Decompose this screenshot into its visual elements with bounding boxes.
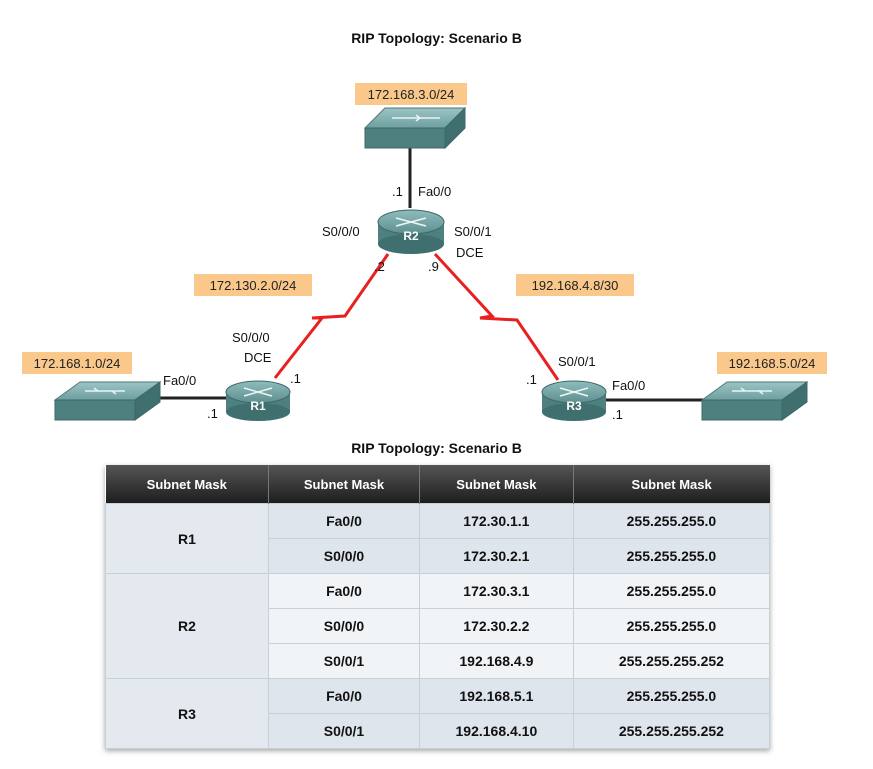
network-label-n2: 172.130.2.0/24: [194, 274, 312, 296]
router-r3-label: R3: [566, 399, 582, 413]
svg-text:192.168.5.0/24: 192.168.5.0/24: [729, 356, 816, 371]
ip-cell: 172.30.2.2: [418, 608, 574, 644]
interface-cell: S0/0/0: [268, 538, 420, 574]
interface-cell: Fa0/0: [268, 678, 420, 714]
ip-cell: 192.168.5.1: [418, 678, 574, 714]
r3-lan-if: Fa0/0: [612, 378, 645, 393]
ip-cell: 172.30.3.1: [418, 573, 574, 609]
r3-wan-if: S0/0/1: [558, 354, 596, 369]
interface-cell: S0/0/0: [268, 608, 420, 644]
serial-link-r2-r3: [433, 252, 560, 381]
switch-right: [700, 381, 809, 421]
router-r2-label: R2: [403, 229, 419, 243]
device-cell: R3: [105, 678, 269, 749]
r1-lan-host: .1: [207, 406, 218, 421]
router-r1-label: R1: [250, 399, 266, 413]
switch-top: [363, 106, 467, 150]
r1-lan-if: Fa0/0: [163, 373, 196, 388]
mask-cell: 255.255.255.252: [572, 713, 771, 749]
interface-cell: S0/0/1: [268, 713, 420, 749]
r2-lan-if: Fa0/0: [418, 184, 451, 199]
table-row: R1 Fa0/0 172.30.1.1 255.255.255.0: [105, 503, 771, 574]
addressing-table: Subnet Mask Subnet Mask Subnet Mask Subn…: [105, 465, 771, 749]
switch-left: [53, 381, 162, 421]
topology-diagram: R2 R1 R3 172.168.3.0/24 172.130.2.0/24 1…: [22, 83, 827, 422]
ip-cell: 192.168.4.9: [418, 643, 574, 679]
table-row: R3 Fa0/0 192.168.5.1 255.255.255.0: [105, 678, 771, 749]
network-label-n4: 192.168.4.8/30: [516, 274, 634, 296]
interface-cell: Fa0/0: [268, 573, 420, 609]
mask-cell: 255.255.255.0: [572, 573, 771, 609]
r2-dce: DCE: [456, 245, 484, 260]
ip-cell: 172.30.1.1: [418, 503, 574, 539]
table-header-row: Subnet Mask Subnet Mask Subnet Mask Subn…: [105, 465, 770, 504]
mask-cell: 255.255.255.0: [572, 503, 771, 539]
ip-cell: 192.168.4.10: [418, 713, 574, 749]
table-row: R2 Fa0/0 172.30.3.1 255.255.255.0: [105, 573, 771, 679]
header-cell: Subnet Mask: [573, 465, 770, 504]
router-r1: R1: [225, 380, 291, 421]
ip-cell: 172.30.2.1: [418, 538, 574, 574]
mask-cell: 255.255.255.252: [572, 643, 771, 679]
device-cell: R2: [105, 573, 269, 679]
svg-text:172.168.3.0/24: 172.168.3.0/24: [368, 87, 455, 102]
header-cell: Subnet Mask: [268, 465, 420, 504]
mask-cell: 255.255.255.0: [572, 678, 771, 714]
table-row: S0/0/1 192.168.4.9 255.255.255.252: [106, 643, 771, 679]
table-row: S0/0/1 192.168.4.10 255.255.255.252: [106, 713, 771, 749]
svg-text:172.168.1.0/24: 172.168.1.0/24: [34, 356, 121, 371]
interface-cell: S0/0/1: [268, 643, 420, 679]
r2-lan-host: .1: [392, 184, 403, 199]
r1-dce: DCE: [244, 350, 272, 365]
table-row: S0/0/0 172.30.2.1 255.255.255.0: [106, 538, 771, 574]
header-cell: Subnet Mask: [419, 465, 574, 504]
mask-cell: 255.255.255.0: [572, 608, 771, 644]
serial-link-r1-r2: [273, 253, 390, 379]
svg-text:172.130.2.0/24: 172.130.2.0/24: [210, 278, 297, 293]
r2-right-if: S0/0/1: [454, 224, 492, 239]
r1-dce-if: S0/0/0: [232, 330, 270, 345]
svg-text:192.168.4.8/30: 192.168.4.8/30: [532, 278, 619, 293]
network-label-n3: 172.168.3.0/24: [355, 83, 467, 105]
mask-cell: 255.255.255.0: [572, 538, 771, 574]
router-r3: R3: [541, 380, 607, 421]
r2-left-host: .2: [374, 259, 385, 274]
network-label-n1: 172.168.1.0/24: [22, 352, 132, 374]
r2-right-host: .9: [428, 259, 439, 274]
header-cell: Subnet Mask: [105, 465, 269, 504]
network-label-n5: 192.168.5.0/24: [717, 352, 827, 374]
r3-wan-host: .1: [526, 372, 537, 387]
interface-cell: Fa0/0: [268, 503, 420, 539]
r2-left-if: S0/0/0: [322, 224, 360, 239]
r3-lan-host: .1: [612, 407, 623, 422]
r1-wan-host: .1: [290, 371, 301, 386]
diagram-title: RIP Topology: Scenario B: [351, 30, 522, 46]
table-title: RIP Topology: Scenario B: [351, 440, 522, 456]
device-cell: R1: [105, 503, 269, 574]
router-r2: R2: [377, 209, 445, 254]
